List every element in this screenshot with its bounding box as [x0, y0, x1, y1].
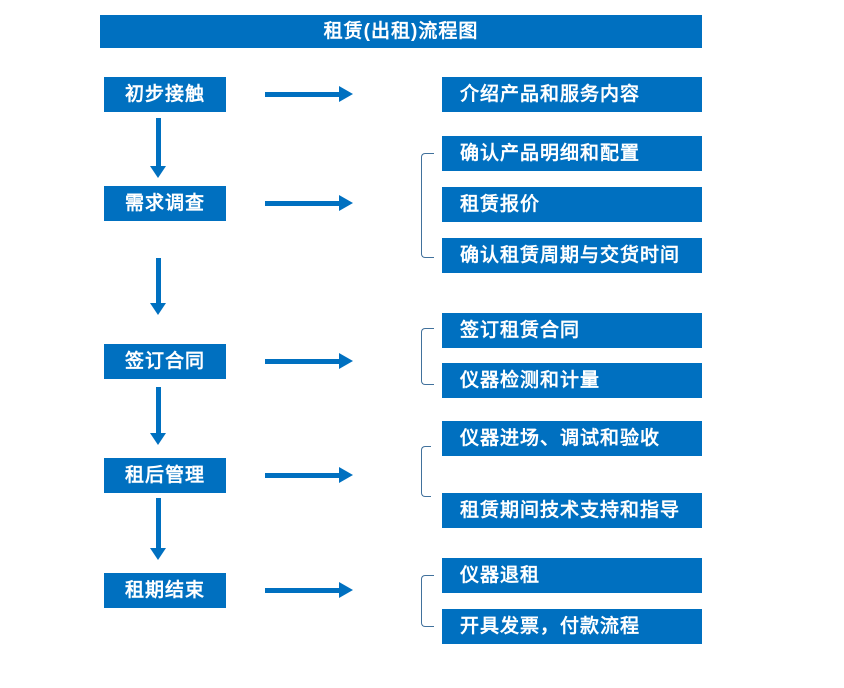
- output-box-rental-quote: 租赁报价: [442, 187, 702, 222]
- group-bracket-rental-end: [421, 575, 434, 627]
- diagram-title: 租赁(出租)流程图: [100, 15, 702, 48]
- output-box-invoice-payment: 开具发票，付款流程: [442, 609, 702, 644]
- stage-box-initial-contact: 初步接触: [104, 77, 226, 112]
- output-box-tech-support: 租赁期间技术支持和指导: [442, 493, 702, 528]
- arrow-right-icon: [265, 582, 353, 598]
- output-box-introduce-products: 介绍产品和服务内容: [442, 77, 702, 112]
- arrow-right-icon: [265, 353, 353, 369]
- output-box-instrument-testing: 仪器检测和计量: [442, 363, 702, 398]
- arrow-right-icon: [265, 86, 353, 102]
- stage-box-rental-end: 租期结束: [104, 573, 226, 608]
- output-box-confirm-period: 确认租赁周期与交货时间: [442, 238, 702, 273]
- arrow-down-icon: [150, 258, 166, 315]
- group-bracket-demand-survey: [421, 153, 434, 258]
- output-box-instrument-return: 仪器退租: [442, 558, 702, 593]
- output-box-confirm-details: 确认产品明细和配置: [442, 136, 702, 171]
- group-bracket-post-rental: [421, 446, 431, 497]
- arrow-down-icon: [150, 118, 166, 178]
- arrow-down-icon: [150, 387, 166, 445]
- stage-box-demand-survey: 需求调查: [104, 186, 226, 221]
- arrow-right-icon: [265, 195, 353, 211]
- group-bracket-sign-contract: [421, 328, 434, 385]
- output-box-sign-rental-contract: 签订租赁合同: [442, 313, 702, 348]
- arrow-down-icon: [150, 498, 166, 560]
- output-box-instrument-arrival: 仪器进场、调试和验收: [442, 421, 702, 456]
- stage-box-sign-contract: 签订合同: [104, 344, 226, 379]
- arrow-right-icon: [265, 467, 353, 483]
- stage-box-post-rental: 租后管理: [104, 458, 226, 493]
